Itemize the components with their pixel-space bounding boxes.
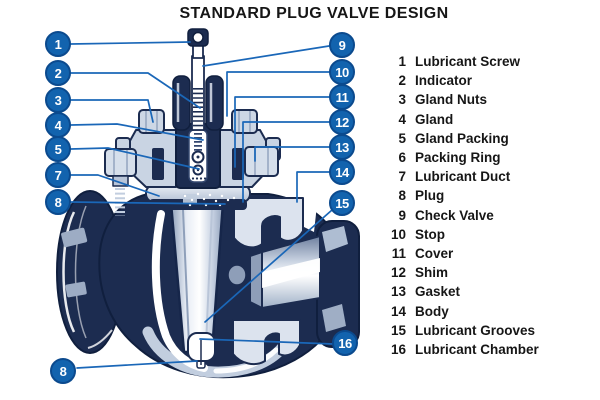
leader-1: [70, 41, 191, 45]
legend-item-number: 14: [390, 303, 406, 319]
callout-2: 2: [45, 60, 71, 86]
legend-item-number: 5: [398, 130, 406, 146]
legend-item-label: Lubricant Grooves: [415, 322, 536, 338]
callout-10: 10: [329, 59, 355, 85]
legend-item: 9 Check Valve: [386, 206, 596, 225]
legend-item-number: 13: [390, 284, 406, 300]
leader-8-bottom: [76, 360, 198, 369]
legend-item-label: Gland Nuts: [415, 92, 488, 108]
legend-item-label: Gland Packing: [415, 130, 509, 146]
legend-item: 13 Gasket: [386, 282, 596, 301]
callout-16: 16: [332, 330, 358, 356]
callout-3: 3: [45, 87, 71, 113]
legend-item-label: Indicator: [415, 73, 473, 89]
flow-bore: [227, 235, 321, 309]
leader-12: [242, 121, 330, 203]
legend-item: 3 Gland Nuts: [386, 90, 596, 109]
legend-item: 16 Lubricant Chamber: [386, 340, 596, 359]
callout-12: 12: [329, 109, 355, 135]
leader-14: [296, 171, 330, 203]
legend-item-number: 11: [391, 246, 406, 262]
legend-item-label: Body: [415, 303, 449, 319]
legend-item: 8 Plug: [386, 186, 596, 205]
legend-item-label: Lubricant Duct: [415, 169, 511, 185]
callout-8: 8: [45, 189, 71, 215]
legend-item-label: Lubricant Chamber: [415, 342, 539, 358]
page-title: STANDARD PLUG VALVE DESIGN: [179, 5, 449, 22]
legend-item-label: Packing Ring: [415, 150, 501, 166]
legend-item: 12 Shim: [386, 263, 596, 282]
legend-item-number: 8: [398, 188, 406, 204]
leader-16: [199, 338, 334, 345]
legend-item-number: 3: [398, 92, 406, 108]
leader-3: [70, 99, 154, 123]
legend-item-label: Cover: [415, 246, 454, 262]
legend-item-number: 4: [398, 111, 406, 127]
legend-item: 5 Gland Packing: [386, 129, 596, 148]
legend-item: 2 Indicator: [386, 71, 596, 90]
legend-item: 14 Body: [386, 302, 596, 321]
callout-7: 7: [45, 162, 71, 188]
legend-item: 6 Packing Ring: [386, 148, 596, 167]
legend-item-number: 1: [398, 54, 406, 69]
leader-11: [234, 96, 330, 168]
leader-9: [202, 45, 330, 67]
leader-7: [70, 174, 160, 197]
legend-item-number: 12: [390, 265, 406, 281]
callout-13: 13: [329, 134, 355, 160]
leader-8-top: [70, 201, 226, 205]
legend-item-number: 10: [390, 226, 406, 242]
leader-lines: [70, 41, 334, 369]
callout-14: 14: [329, 159, 355, 185]
stem-columns: [172, 75, 224, 131]
legend-item-label: Gland: [415, 111, 454, 127]
callout-4: 4: [45, 112, 71, 138]
legend-item: 10 Stop: [386, 225, 596, 244]
callout-11: 11: [329, 84, 355, 110]
legend-item: 1 Lubricant Screw: [386, 52, 596, 71]
callout-15: 15: [329, 190, 355, 216]
legend-item: 4 Gland: [386, 110, 596, 129]
legend-item-number: 16: [390, 342, 406, 358]
leader-13: [254, 146, 330, 162]
leader-4: [70, 123, 204, 141]
legend-item-label: Stop: [415, 226, 445, 242]
legend-item-number: 15: [390, 322, 406, 338]
legend-item-label: Shim: [415, 265, 449, 281]
callout-1: 1: [45, 31, 71, 57]
legend-item-number: 9: [398, 207, 406, 223]
lubricant-screw: [187, 28, 209, 59]
legend-item-label: Gasket: [415, 284, 461, 300]
callout-9: 9: [329, 32, 355, 58]
leader-15: [204, 209, 333, 323]
valve-illustration: [56, 28, 360, 379]
legend-item-label: Lubricant Screw: [415, 54, 521, 69]
cover: [145, 184, 251, 210]
legend-item: 15 Lubricant Grooves: [386, 321, 596, 340]
lubricant-chamber: [187, 332, 216, 365]
legend-item-label: Plug: [415, 188, 445, 204]
callout-5: 5: [45, 136, 71, 162]
legend-item-number: 7: [398, 169, 406, 185]
leader-10: [226, 71, 330, 117]
leader-2: [70, 72, 201, 109]
parts-legend: 1 Lubricant Screw 2 Indicator 3 Gland Nu…: [386, 52, 596, 359]
legend-item: 11 Cover: [386, 244, 596, 263]
legend-item-number: 2: [398, 73, 406, 89]
leader-5: [70, 147, 200, 170]
legend-item-label: Check Valve: [415, 207, 494, 223]
legend-item: 7 Lubricant Duct: [386, 167, 596, 186]
callout-8: 8: [50, 358, 76, 384]
body-cutaway: [142, 197, 304, 378]
legend-item-number: 6: [398, 150, 406, 166]
